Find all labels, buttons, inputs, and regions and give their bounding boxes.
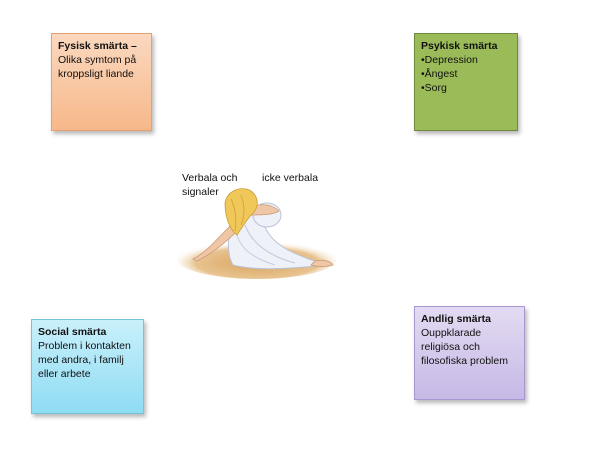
physical-pain-title: Fysisk smärta – (58, 40, 137, 52)
psychic-pain-box: Psykisk smärta •Depression •Ångest •Sorg (414, 33, 518, 131)
physical-pain-box: Fysisk smärta – Olika symtom på kroppsli… (51, 33, 152, 131)
spiritual-pain-line: filosofiska problem (421, 355, 508, 367)
hair (224, 188, 258, 236)
sitting-woman-illustration (177, 188, 337, 279)
social-pain-line: eller arbete (38, 368, 91, 380)
social-pain-box: Social smärta Problem i kontakten med an… (31, 319, 144, 414)
arm (192, 224, 236, 262)
psychic-pain-item: •Ångest (421, 68, 458, 80)
spiritual-pain-title: Andlig smärta (421, 313, 492, 325)
social-pain-line: med andra, i familj (38, 354, 124, 366)
social-pain-line: Problem i kontakten (38, 340, 131, 352)
verbal-signals-caption: Verbala och signaler (182, 172, 238, 198)
physical-pain-line: Olika symtom på (58, 54, 137, 66)
physical-pain-line: kroppsligt liande (58, 68, 134, 80)
spiritual-pain-line: Ouppklarade (421, 327, 482, 339)
psychic-pain-title: Psykisk smärta (421, 40, 498, 52)
spiritual-pain-line: religiösa och (421, 341, 480, 353)
psychic-pain-item: •Depression (421, 54, 478, 66)
social-pain-title: Social smärta (38, 326, 107, 338)
spiritual-pain-box: Andlig smärta Ouppklarade religiösa och … (414, 306, 525, 400)
psychic-pain-item: •Sorg (421, 82, 447, 94)
nonverbal-caption: icke verbala (262, 172, 319, 184)
